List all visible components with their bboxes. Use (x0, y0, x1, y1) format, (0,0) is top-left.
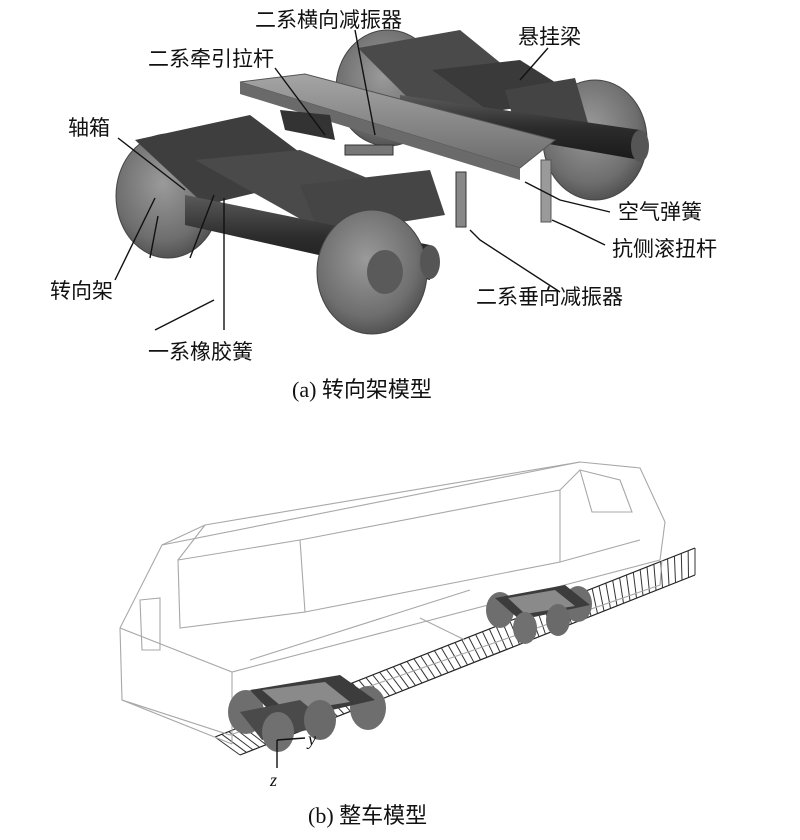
track-tie (228, 731, 254, 751)
track-tie (379, 671, 397, 694)
label-vertical-damper: 二系垂向减振器 (476, 285, 623, 309)
track-tie (488, 628, 501, 653)
track-tie (667, 558, 670, 586)
caption-b: (b) 整车模型 (308, 803, 427, 828)
traction-rod (280, 110, 335, 140)
track-tie (427, 653, 442, 676)
track-tie (619, 577, 624, 604)
vehicle-model: y z (b) 整车模型 (119, 461, 696, 828)
track-tie (372, 674, 390, 697)
label-anti-roll-bar: 抗侧滚扭杆 (612, 237, 717, 261)
track-tie (221, 733, 247, 753)
rb-wheel-4 (546, 604, 570, 636)
label-bogie-frame: 转向架 (50, 279, 113, 303)
label-primary-rubber-spring: 一系橡胶簧 (148, 340, 253, 364)
track-tie (406, 661, 423, 684)
track-tie (461, 639, 475, 663)
front-bogie-in-car (228, 675, 386, 752)
track-tie (420, 655, 436, 679)
bolster-edge (240, 82, 520, 180)
label-air-spring: 空气弹簧 (618, 200, 702, 224)
label-traction-rod: 二系牵引拉杆 (148, 47, 274, 71)
axis-z-label: z (269, 770, 277, 790)
bolster-plate (239, 73, 557, 169)
track-tie (392, 666, 410, 689)
coordinate-axes: y z (269, 729, 316, 790)
car-body-wireframe (119, 461, 666, 745)
fb-wheel-3 (262, 712, 294, 752)
fb-wheel-4 (304, 700, 336, 740)
track-tie (598, 585, 605, 612)
rear-axle (400, 95, 640, 160)
track-tie (386, 669, 403, 692)
track-tie (495, 626, 507, 650)
track-tie (475, 634, 488, 658)
rear-axle-end (631, 130, 649, 162)
label-lateral-damper: 二系横向减振器 (255, 8, 402, 32)
rear-bogie-in-car (486, 585, 592, 644)
lateral-damper-coil (344, 144, 394, 156)
track-tie (214, 736, 241, 756)
track-tie (605, 583, 611, 609)
leader-lines (114, 29, 611, 331)
label-suspension-beam: 悬挂梁 (518, 25, 581, 49)
track-tie (673, 556, 676, 583)
track-tie (625, 574, 631, 601)
caption-a: (a) 转向架模型 (292, 377, 432, 402)
front-frame-right (300, 170, 445, 235)
axis-y-label: y (306, 729, 316, 749)
track-tie (591, 588, 598, 614)
track-tie (612, 580, 618, 606)
vertical-damper-coil (455, 171, 467, 228)
track-tie (481, 631, 494, 655)
front-right-hub (367, 250, 403, 294)
label-axle-box: 轴箱 (68, 116, 110, 140)
front-axle-end (420, 245, 440, 279)
track-tie (413, 658, 429, 681)
track-tie (399, 663, 416, 686)
rb-wheel-3 (513, 612, 537, 644)
bogie-model: 二系横向减振器 悬挂梁 二系牵引拉杆 轴箱 空气弹簧 抗侧滚扭杆 转向架 二系垂… (50, 8, 717, 402)
track-tie (502, 623, 514, 648)
track-tie (468, 636, 481, 661)
track-tie (680, 553, 683, 581)
